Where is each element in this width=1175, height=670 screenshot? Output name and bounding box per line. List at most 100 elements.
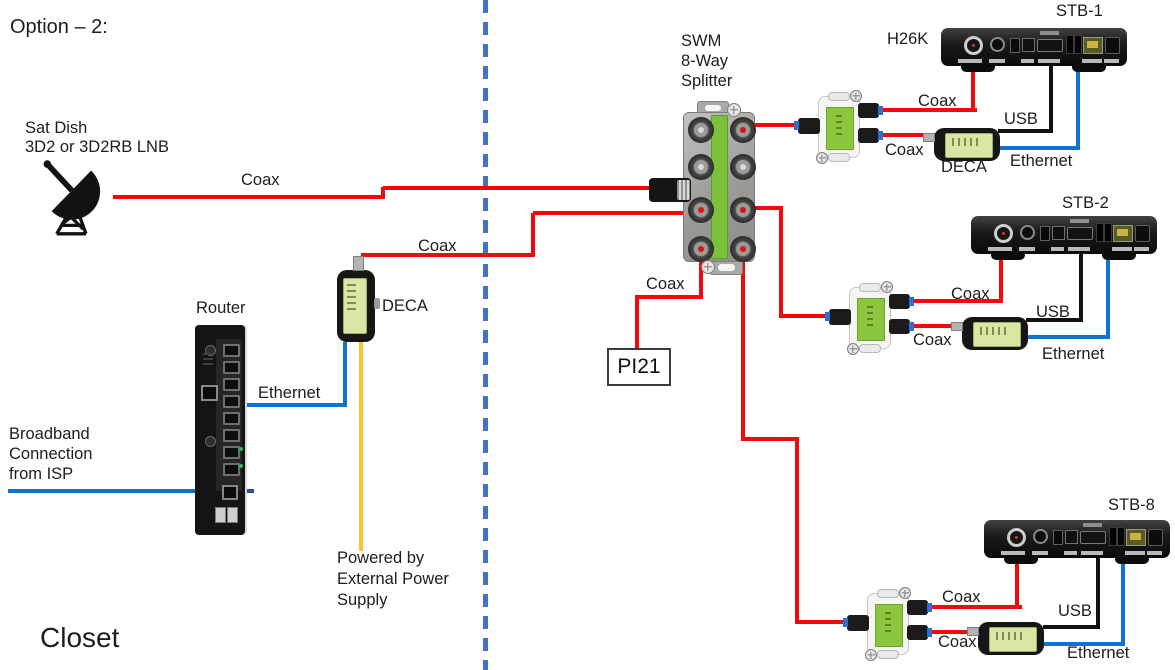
sat-dish-label-line2: 3D2 or 3D2RB LNB — [25, 138, 169, 156]
power-note-line2: External Power — [337, 570, 449, 588]
swm-port-r4 — [730, 236, 756, 262]
power-cable-closet-deca — [359, 342, 363, 551]
stb8-optical-port — [1065, 530, 1078, 544]
tw8-input-tip — [843, 618, 848, 627]
stb2-usb-port-2 — [1104, 223, 1112, 242]
page-title: Option – 2: — [10, 16, 108, 38]
tw8-output-top-tip — [927, 603, 932, 612]
stb1-title: STB-1 — [1056, 2, 1103, 20]
deca-dongle-stb1 — [923, 128, 1000, 161]
tw1-label-marks — [836, 115, 842, 139]
closet-deca-device — [337, 256, 380, 342]
h26k-label: H26K — [887, 30, 929, 48]
stb8-power-port — [1148, 529, 1163, 546]
coax-label-stb2-top: Coax — [951, 285, 990, 303]
coax-cable-tw1-to-deca1 — [879, 133, 926, 137]
tw2-input-connector — [825, 309, 851, 325]
stb2-tag-6 — [1134, 247, 1149, 251]
tw8-output-bottom — [907, 625, 932, 640]
coax-cable-swm-to-tw8-c — [795, 437, 799, 622]
tw2-output-top-tip — [909, 297, 914, 306]
stb1-av-port — [990, 37, 1005, 52]
stb2-hdmi-label — [1070, 219, 1089, 223]
stb2-ethernet-port — [1113, 225, 1133, 242]
usb-label-stb8: USB — [1058, 602, 1092, 620]
ethernet-cable-stb2-v — [1106, 254, 1110, 339]
router-screw-bottom — [205, 436, 216, 447]
coax-cable-tw8-to-stb8-v — [1015, 558, 1019, 609]
stb2-av-port — [1020, 225, 1035, 240]
coax-cable-swm-to-tw1 — [755, 123, 803, 127]
tw1-ear-top — [828, 92, 850, 101]
swm-port-l2 — [688, 154, 714, 180]
router-led-1 — [239, 447, 243, 451]
ethernet-cable-broadband-stub — [242, 489, 254, 493]
stb1-tag-3 — [1021, 59, 1034, 63]
router-label: Router — [196, 299, 246, 317]
ethernet-label-stb1: Ethernet — [1010, 152, 1073, 170]
stb1-foot-left — [961, 65, 995, 72]
stb2-tag-3 — [1051, 247, 1064, 251]
pi21-label: PI21 — [617, 355, 661, 378]
stb1-tag-5 — [1082, 59, 1102, 63]
tw1-output-top-tip — [878, 106, 883, 115]
closet-zone-label: Closet — [40, 622, 120, 653]
usb-cable-stb8-h — [1043, 625, 1100, 629]
deca2-coax-stub — [951, 322, 963, 331]
closet-divider-dashed-line — [483, 0, 488, 670]
stb1-hdmi-port — [1037, 39, 1063, 52]
stb2-foot-right — [1102, 253, 1136, 260]
stb8-tag-4 — [1081, 551, 1103, 555]
ethernet-label-stb2: Ethernet — [1042, 345, 1105, 363]
swm-port-r2 — [730, 154, 756, 180]
tw1-screw-bottom — [816, 152, 828, 164]
tw2-screw-bottom — [847, 343, 859, 355]
tw1-output-bottom — [858, 128, 883, 143]
closet-deca-coax-connector — [353, 256, 364, 271]
tw1-ear-bottom — [828, 153, 850, 162]
deca1-label-marks — [952, 138, 978, 146]
coax-label-dish: Coax — [241, 171, 280, 189]
router-lan-port-1 — [223, 344, 240, 357]
stb8-foot-right — [1115, 557, 1149, 564]
swm-port-l1 — [688, 117, 714, 143]
stb8-ethernet-port — [1126, 529, 1146, 546]
usb-label-stb2: USB — [1036, 303, 1070, 321]
deca-dongle-stb8 — [967, 622, 1044, 655]
deca1-coax-stub — [923, 133, 935, 142]
router-wan-port — [222, 485, 238, 500]
tw2-input-tip — [825, 312, 830, 321]
stb2-foot-left — [991, 253, 1025, 260]
coax-cable-tw8-to-deca8 — [927, 630, 972, 634]
two-way-splitter-stb8 — [843, 587, 932, 661]
ethernet-label-closet: Ethernet — [258, 384, 321, 402]
deca2-label-marks — [980, 327, 1006, 335]
stb2-tag-1 — [988, 247, 1012, 251]
coax-cable-tw8-to-stb8-h — [927, 605, 1022, 609]
router-lan-port-2 — [223, 361, 240, 374]
coax-cable-closet-deca-1 — [361, 253, 535, 257]
tw8-label-marks — [885, 612, 891, 636]
coax-label-stb1-bottom: Coax — [885, 141, 924, 159]
tw8-input-connector — [843, 615, 869, 631]
tw8-screw-top — [899, 587, 911, 599]
power-note-line1: Powered by — [337, 549, 425, 567]
coax-cable-swm-to-tw8-d — [795, 620, 848, 624]
stb1-tag-4 — [1038, 59, 1060, 63]
stb8-foot-left — [1004, 557, 1038, 564]
router-lan-port-4 — [223, 395, 240, 408]
swm-screw-top — [727, 103, 741, 117]
stb2-reset-port — [1040, 226, 1050, 241]
tw2-ear-bottom — [859, 344, 881, 353]
tw2-ear-top — [859, 283, 881, 292]
coax-cable-tw1-to-stb1-h — [879, 108, 977, 112]
coax-cable-closet-deca-2 — [531, 213, 535, 257]
ethernet-cable-stb2-h — [1026, 335, 1110, 339]
ethernet-cable-stb1-h — [998, 146, 1080, 150]
usb-cable-stb1-h — [998, 129, 1053, 133]
stb1-reset-port — [1010, 38, 1020, 53]
two-way-splitter-stb2 — [825, 281, 914, 355]
ethernet-cable-closet-deca-v — [343, 342, 347, 407]
pi21-power-inserter: PI21 — [607, 348, 671, 386]
tw2-label-plate — [857, 298, 885, 341]
